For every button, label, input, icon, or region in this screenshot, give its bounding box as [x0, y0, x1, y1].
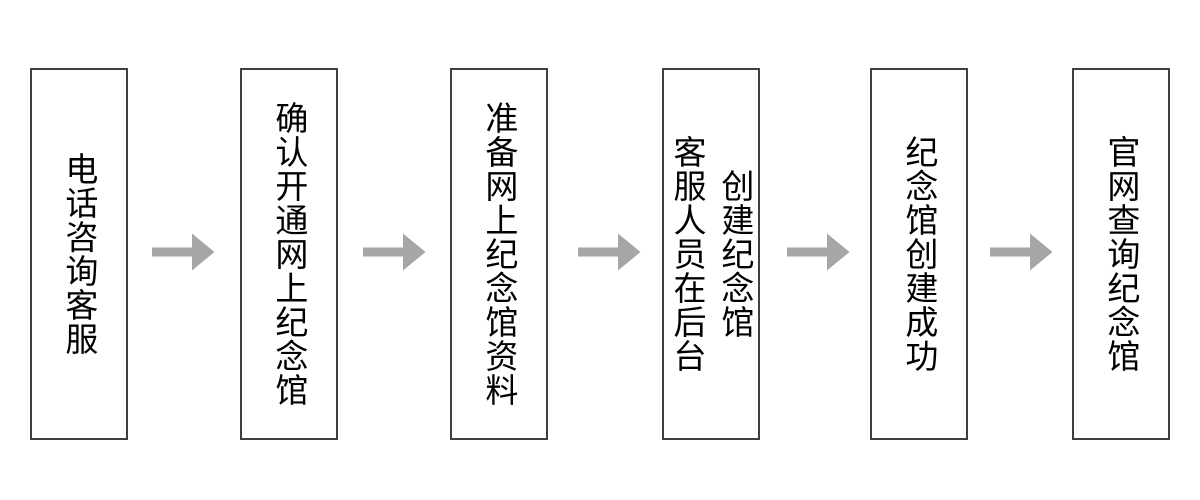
arrow-right-icon [990, 233, 1053, 271]
arrow-right-icon [363, 233, 426, 271]
flow-step-label: 确认开通网上纪念馆 [270, 101, 308, 407]
arrow-right-icon [578, 233, 641, 271]
flow-step-phone-consult: 电话咨询客服 [30, 68, 128, 440]
flow-step-confirm-open: 确认开通网上纪念馆 [240, 68, 338, 440]
flow-step-label: 准备网上纪念馆资料 [480, 101, 518, 407]
arrow-right-icon [787, 233, 850, 271]
arrow-right-icon [152, 233, 215, 271]
flow-step-official-site-lookup: 官网查询纪念馆 [1072, 68, 1170, 440]
flow-step-create-success: 纪念馆创建成功 [870, 68, 968, 440]
flow-step-label: 官网查询纪念馆 [1102, 135, 1140, 373]
flow-step-staff-create: 客服人员在后台 创建纪念馆 [662, 68, 760, 440]
flow-step-label: 电话咨询客服 [60, 152, 98, 356]
flow-step-label: 客服人员在后台 创建纪念馆 [669, 135, 754, 373]
flow-step-label: 纪念馆创建成功 [900, 135, 938, 373]
flow-step-prepare-materials: 准备网上纪念馆资料 [450, 68, 548, 440]
